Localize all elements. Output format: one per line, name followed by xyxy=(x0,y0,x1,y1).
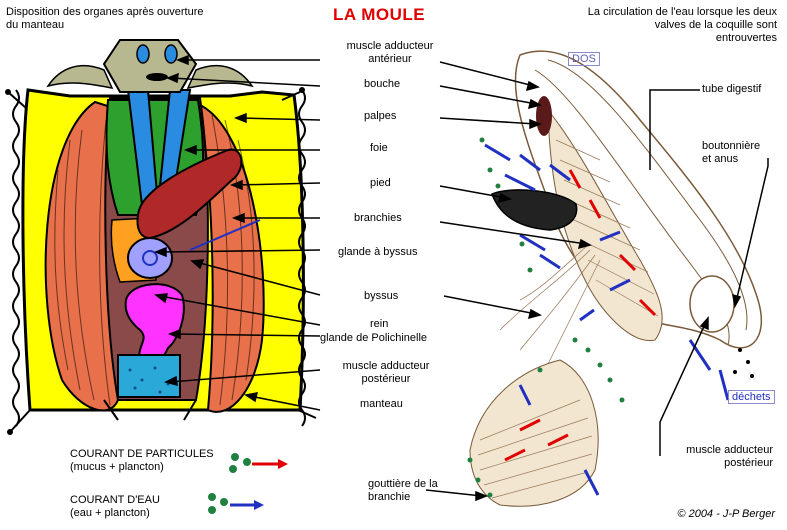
right-caption-line-1: La circulation de l'eau lorsque les deux xyxy=(587,6,777,18)
label-manteau: manteau xyxy=(360,398,403,410)
label-pied: pied xyxy=(370,177,391,189)
label-gouttiere-line-1: gouttière de la xyxy=(368,478,438,490)
gill-groove-inset xyxy=(469,359,599,507)
mantle-edge-left xyxy=(12,89,20,427)
label-muscle-posterieur-line-1: muscle adducteur xyxy=(342,360,430,372)
posterior-muscle xyxy=(117,354,181,398)
label-boutonniere-line-2: et anus xyxy=(702,153,739,165)
legend-eau-glyph xyxy=(208,493,264,514)
mouth xyxy=(146,73,168,81)
right-mussel-drawing xyxy=(425,50,769,507)
label-glande-polichinelle: glande de Polichinelle xyxy=(320,332,428,344)
label-muscle-posterieur-right-line-2: postérieur xyxy=(724,457,773,469)
anterior-muscle-left xyxy=(136,44,150,64)
label-muscle-anterieur-line-2: antérieur xyxy=(368,53,412,65)
palp-wing-right xyxy=(186,64,254,89)
foot xyxy=(136,148,243,240)
label-byssus: byssus xyxy=(364,290,399,302)
label-bouche: bouche xyxy=(364,78,401,90)
label-foie: foie xyxy=(370,142,388,154)
foot-section xyxy=(491,189,578,231)
left-caption-line-1: Disposition des organes après ouverture xyxy=(6,6,204,18)
label-dos: DOS xyxy=(568,52,600,66)
label-muscle-posterieur-right: muscle adducteur postérieur xyxy=(686,444,773,470)
mantle-edge-right xyxy=(298,89,306,427)
anterior-head xyxy=(102,39,198,93)
legend-eau-line-1: COURANT D'EAU xyxy=(70,494,160,506)
legend-eau-line-2: (eau + plancton) xyxy=(70,507,150,519)
label-boutonniere-line-1: boutonnière xyxy=(702,140,761,152)
credit: © 2004 - J-P Berger xyxy=(677,508,775,520)
legend-particules-glyph xyxy=(229,453,288,473)
right-caption-line-3: entrouvertes xyxy=(715,32,777,44)
anterior-muscle-section xyxy=(536,96,552,136)
label-gouttiere-line-2: branchie xyxy=(368,491,411,503)
legend-particules-line-2: (mucus + plancton) xyxy=(70,461,164,473)
right-caption-line-2: valves de la coquille sont xyxy=(654,19,777,31)
label-muscle-posterieur: muscle adducteur postérieur xyxy=(326,360,446,386)
page-title: LA MOULE xyxy=(333,5,426,24)
left-caption: Disposition des organes après ouverture … xyxy=(6,6,204,32)
legend-particules: COURANT DE PARTICULES (mucus + plancton) xyxy=(70,448,214,474)
label-rein: rein xyxy=(370,318,389,330)
label-gouttiere: gouttière de la branchie xyxy=(368,478,438,504)
label-dechets: déchets xyxy=(728,390,775,404)
right-caption: La circulation de l'eau lorsque les deux… xyxy=(588,6,777,45)
palp-wing-left xyxy=(46,64,114,89)
label-glande-byssus: glande à byssus xyxy=(338,246,418,258)
left-caption-line-2: du manteau xyxy=(6,19,65,31)
label-branchies: branchies xyxy=(354,212,402,224)
anterior-muscle-right xyxy=(164,44,178,64)
legend-eau: COURANT D'EAU (eau + plancton) xyxy=(70,494,160,520)
left-mussel-drawing xyxy=(5,39,321,435)
label-palpes: palpes xyxy=(364,110,397,122)
label-muscle-posterieur-line-2: postérieur xyxy=(361,373,411,385)
label-muscle-posterieur-right-line-1: muscle adducteur xyxy=(686,444,773,456)
posterior-muscle-section xyxy=(689,275,735,333)
label-muscle-anterieur: muscle adducteur antérieur xyxy=(330,40,450,66)
byssus-gland xyxy=(127,237,173,279)
legend-particules-line-1: COURANT DE PARTICULES xyxy=(70,448,214,460)
label-boutonniere: boutonnière et anus xyxy=(702,140,760,166)
label-muscle-anterieur-line-1: muscle adducteur xyxy=(346,40,434,52)
label-tube-digestif: tube digestif xyxy=(702,83,762,95)
